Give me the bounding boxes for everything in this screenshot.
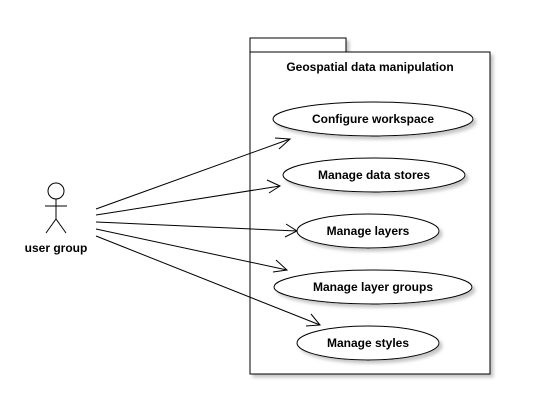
use-case-manage-layer-groups[interactable]: Manage layer groups [273, 269, 473, 305]
use-case-label: Manage styles [327, 336, 409, 350]
actor[interactable]: user group [25, 182, 88, 255]
association-manage-data-stores[interactable] [95, 179, 282, 216]
association-configure-workspace[interactable] [95, 137, 292, 210]
associations [95, 137, 321, 327]
use-case-ellipse [272, 101, 474, 137]
use-case-ellipse [282, 157, 466, 193]
package-title: Geospatial data manipulation [286, 60, 453, 74]
use-case-ellipse [273, 269, 473, 305]
use-case-label: Manage layers [327, 224, 410, 238]
use-case-manage-data-stores[interactable]: Manage data stores [282, 157, 466, 193]
use-case-ellipse [296, 213, 440, 249]
actor-head [47, 182, 65, 200]
association-manage-styles[interactable] [95, 235, 321, 327]
use-case-configure-workspace[interactable]: Configure workspace [272, 101, 474, 137]
use-case-label: Manage data stores [318, 168, 430, 182]
use-case-label: Manage layer groups [313, 280, 433, 294]
package-tab [249, 37, 347, 53]
actor-label: user group [25, 241, 88, 255]
stick-figure-actor-icon [45, 182, 67, 234]
package[interactable]: Geospatial data manipulation [249, 37, 491, 375]
use-case-manage-styles[interactable]: Manage styles [296, 325, 440, 361]
actor-right-leg [55, 218, 67, 234]
use-case-manage-layers[interactable]: Manage layers [296, 213, 440, 249]
use-case-label: Configure workspace [312, 112, 434, 126]
association-manage-layer-groups[interactable] [95, 228, 289, 273]
use-case-ellipse [296, 325, 440, 361]
actor-left-leg [45, 218, 57, 234]
